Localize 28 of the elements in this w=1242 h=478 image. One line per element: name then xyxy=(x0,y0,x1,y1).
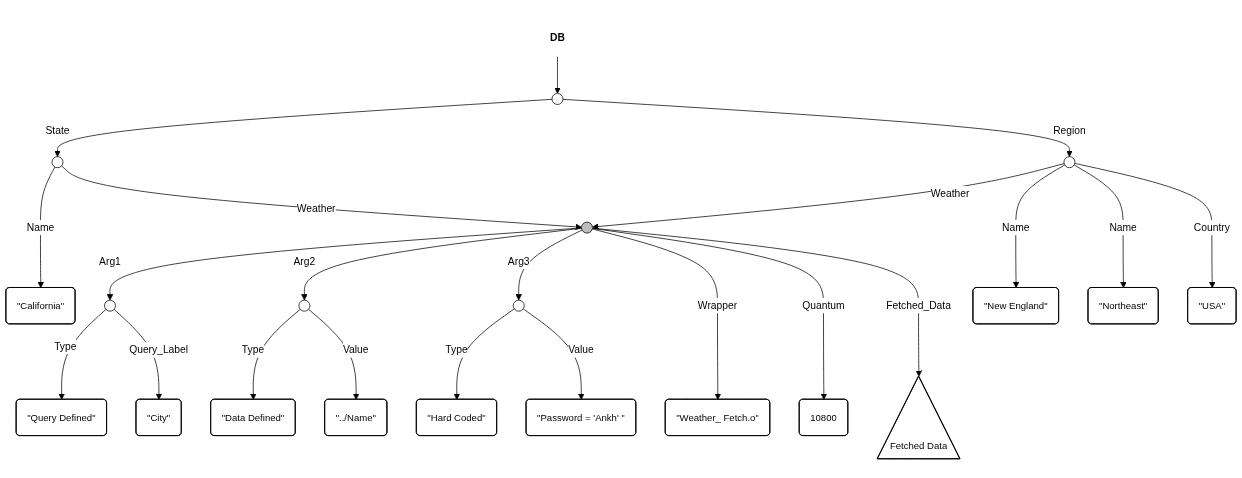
edge-label: Type xyxy=(241,343,265,356)
edge-label: Weather xyxy=(296,202,336,215)
edge-label: Region xyxy=(1053,124,1086,137)
edge-label: Name xyxy=(1109,221,1137,234)
node-text: DB xyxy=(550,31,565,44)
edge-label: Name xyxy=(26,221,55,234)
node-circle xyxy=(512,299,525,312)
edge-label: Wrapper xyxy=(697,299,738,312)
edge-label: Quantum xyxy=(802,299,845,312)
edge-label: Value xyxy=(343,343,369,356)
edge-label: Country xyxy=(1193,221,1230,234)
edge-label: Type xyxy=(54,340,77,352)
edge-label: Type xyxy=(445,343,468,356)
node-circle xyxy=(104,299,116,312)
edge-label: State xyxy=(45,124,70,137)
node-circle xyxy=(551,93,564,105)
edge-label: Arg3 xyxy=(507,255,530,267)
edge-label: Arg2 xyxy=(293,255,316,267)
edge-label: Value xyxy=(568,343,594,356)
node-circle xyxy=(51,156,64,169)
edge-label: Query_Label xyxy=(129,343,189,356)
edge-label: Name xyxy=(1002,221,1030,234)
node-circle xyxy=(1063,156,1076,169)
node-circle xyxy=(298,299,311,312)
edge-label: Weather xyxy=(930,187,970,200)
edge-label: Arg1 xyxy=(99,255,121,267)
edge-label: Fetched_Data xyxy=(886,299,951,312)
node-circle xyxy=(581,221,593,234)
